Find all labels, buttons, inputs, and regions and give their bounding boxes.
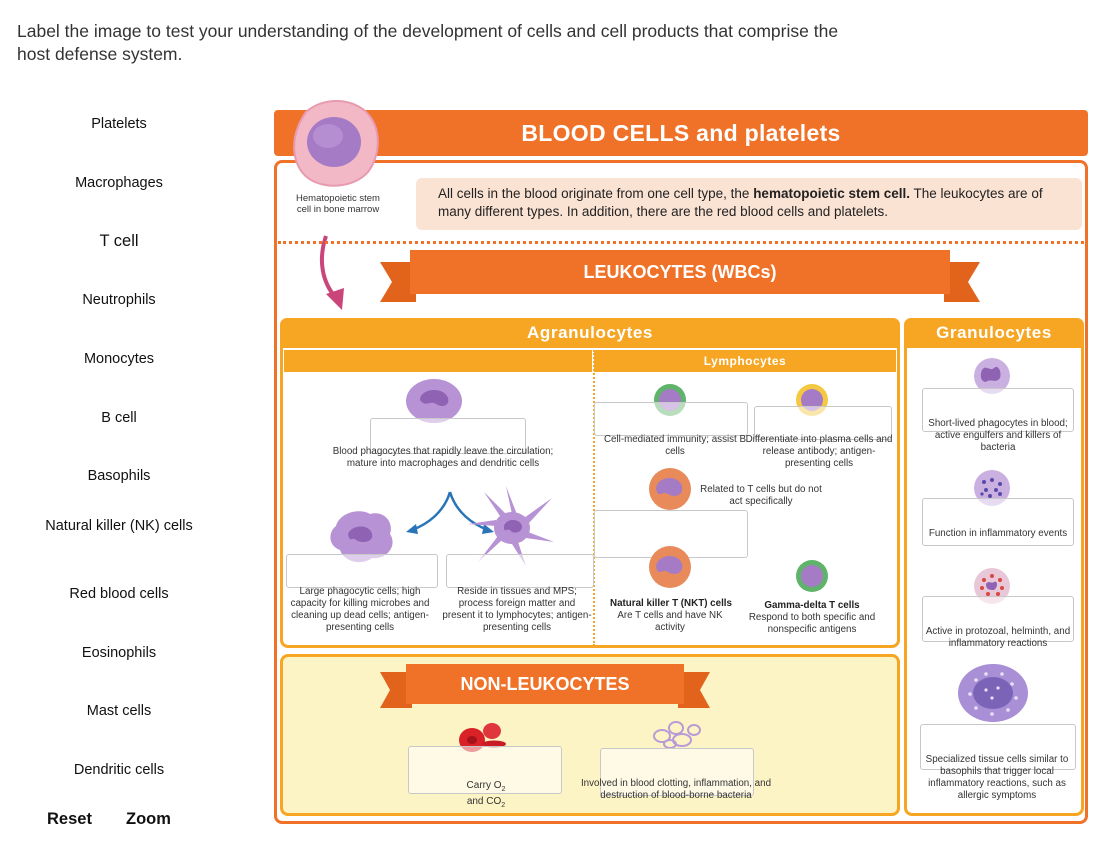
monocyte-caption: Blood phagocytes that rapidly leave the … xyxy=(332,446,554,469)
platelets-icon xyxy=(653,721,701,749)
leukocytes-banner-label: LEUKOCYTES (WBCs) xyxy=(410,250,950,294)
eosinophil-caption: Active in protozoal, helminth, and infla… xyxy=(925,626,1071,649)
agranulocyte-subbar xyxy=(284,350,592,372)
nk-cell-icon xyxy=(649,468,691,510)
platelets-caption: Involved in blood clotting, inflammation… xyxy=(580,778,772,801)
label-red-blood-cells[interactable]: Red blood cells xyxy=(69,586,169,602)
label-b-cell[interactable]: B cell xyxy=(101,410,137,426)
lymphocyte-divider xyxy=(593,350,595,646)
label-macrophages[interactable]: Macrophages xyxy=(75,175,163,191)
drop-target-t-cell[interactable] xyxy=(594,402,748,436)
drop-target-neutrophils[interactable] xyxy=(922,388,1074,432)
nkt-cell-icon xyxy=(649,546,691,588)
macrophage-icon xyxy=(330,511,393,563)
label-platelets[interactable]: Platelets xyxy=(91,116,147,132)
leukocytes-banner: LEUKOCYTES (WBCs) xyxy=(380,250,980,310)
reset-button[interactable]: Reset xyxy=(47,810,92,828)
non-leukocytes-banner: NON-LEUKOCYTES xyxy=(380,662,710,720)
drop-target-monocytes[interactable] xyxy=(370,418,526,454)
rbc-caption: Carry O2 and CO2 xyxy=(466,780,506,809)
drop-target-eosinophils[interactable] xyxy=(922,596,1074,642)
nkt-caption: Are T cells and have NK activity xyxy=(617,610,723,633)
zoom-button[interactable]: Zoom xyxy=(126,810,171,828)
neutrophil-icon xyxy=(974,358,1010,394)
mast-cell-icon xyxy=(958,664,1028,722)
instruction-text: Label the image to test your understandi… xyxy=(17,21,839,64)
drop-target-dendritic-cells[interactable] xyxy=(446,554,594,588)
non-leukocytes-label: NON-LEUKOCYTES xyxy=(406,664,684,704)
eosinophil-icon xyxy=(974,568,1010,604)
nkt-title: Natural killer T (NKT) cells xyxy=(610,598,732,609)
agranulocytes-header: Agranulocytes xyxy=(280,318,900,348)
banner-ribbon-left xyxy=(380,262,416,302)
drop-target-red-blood-cells[interactable] xyxy=(408,746,562,794)
drop-target-basophils[interactable] xyxy=(922,498,1074,546)
figure-title: BLOOD CELLS and platelets xyxy=(274,110,1088,156)
drop-target-b-cell[interactable] xyxy=(754,406,892,440)
gamma-delta-title: Gamma-delta T cells xyxy=(764,600,860,611)
lymphocytes-header: Lymphocytes xyxy=(594,350,896,372)
down-arrow-icon xyxy=(319,235,344,310)
dendritic-caption: Reside in tissues and MPS; process forei… xyxy=(442,586,592,633)
b-cell-caption: Differentiate into plasma cells and rele… xyxy=(745,434,893,469)
banner-ribbon-right xyxy=(944,262,980,302)
drop-target-mast-cells[interactable] xyxy=(920,724,1076,770)
label-neutrophils[interactable]: Neutrophils xyxy=(82,292,156,308)
dotted-divider xyxy=(278,241,1084,244)
label-eosinophils[interactable]: Eosinophils xyxy=(81,645,157,661)
macrophage-caption: Large phagocytic cells; high capacity fo… xyxy=(290,586,430,633)
stem-cell-caption: Hematopoietic stem cell in bone marrow xyxy=(296,193,380,215)
label-mast-cells[interactable]: Mast cells xyxy=(86,703,152,719)
banner-ribbon-left xyxy=(380,672,412,708)
label-t-cell[interactable]: T cell xyxy=(99,232,139,250)
label-natural-killer-cells[interactable]: Natural killer (NK) cells xyxy=(45,518,193,534)
monocyte-icon xyxy=(406,379,462,423)
nk-caption: Related to T cells but do not act specif… xyxy=(700,484,822,507)
banner-ribbon-right xyxy=(678,672,710,708)
hematopoietic-term: hematopoietic stem cell. xyxy=(753,186,910,201)
intro-box: All cells in the blood originate from on… xyxy=(416,178,1082,230)
basophil-icon xyxy=(974,470,1010,506)
granulocytes-header: Granulocytes xyxy=(904,318,1084,348)
label-basophils[interactable]: Basophils xyxy=(87,468,151,484)
mast-cell-caption: Specialized tissue cells similar to baso… xyxy=(925,754,1069,801)
gamma-delta-t-cell-icon xyxy=(796,560,828,592)
label-monocytes[interactable]: Monocytes xyxy=(83,351,155,367)
drop-target-platelets[interactable] xyxy=(600,748,754,796)
neutrophil-caption: Short-lived phagocytes in blood; active … xyxy=(928,418,1068,453)
basophil-caption: Function in inflammatory events xyxy=(928,528,1068,539)
drop-target-macrophages[interactable] xyxy=(286,554,438,588)
label-dendritic-cells[interactable]: Dendritic cells xyxy=(73,762,165,778)
gamma-delta-caption: Respond to both specific and nonspecific… xyxy=(748,612,876,635)
blood-cells-figure: BLOOD CELLS and platelets Hematopoietic … xyxy=(270,92,1092,830)
stem-cell-icon xyxy=(293,99,379,187)
t-cell-caption: Cell-mediated immunity; assist B cells xyxy=(603,434,747,457)
branch-arrows-icon xyxy=(406,491,494,534)
non-leukocytes-panel xyxy=(280,654,900,816)
